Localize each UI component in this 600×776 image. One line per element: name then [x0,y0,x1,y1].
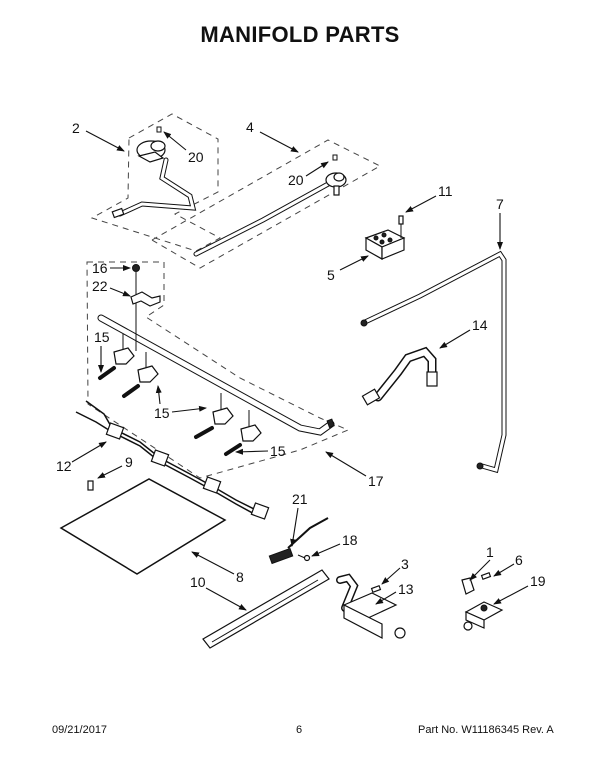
callout-15c: 15 [235,443,286,459]
svg-text:15: 15 [94,329,110,345]
part-15-valve-1[interactable] [98,334,135,380]
svg-text:5: 5 [327,267,335,283]
part-19-regulator[interactable] [463,601,504,631]
page-title: MANIFOLD PARTS [200,22,400,47]
part-15-valve-2[interactable] [122,352,159,398]
part-20-screw-b[interactable] [332,154,338,161]
svg-text:21: 21 [292,491,308,507]
callout-22: 22 [92,278,131,297]
part-14-flex-hose[interactable] [361,346,438,406]
svg-text:3: 3 [401,556,409,572]
part-12-switch-harness[interactable] [75,400,270,520]
callout-1: 1 [469,544,494,581]
part-3-screw[interactable] [370,584,382,594]
part-10-burner-tube[interactable] [202,569,330,649]
callout-5: 5 [327,255,369,283]
part-20-screw-a[interactable] [156,126,162,133]
callout-16: 16 [92,260,131,276]
callout-10: 10 [190,574,247,611]
callout-15b: 15 [154,385,207,421]
part-22-bracket[interactable] [130,291,161,307]
part-21-igniter[interactable] [268,517,329,565]
part-13-burner-bracket[interactable] [336,573,406,639]
svg-text:20: 20 [188,149,204,165]
part-9-screw[interactable] [87,480,94,491]
svg-text:2: 2 [72,120,80,136]
svg-text:9: 9 [125,454,133,470]
footer-page-number: 6 [296,724,303,736]
part-2-orifice-holder-tube[interactable] [111,140,197,219]
callout-18: 18 [311,532,358,557]
svg-text:15: 15 [270,443,286,459]
callout-12: 12 [56,441,107,474]
callout-20a: 20 [163,131,204,165]
svg-text:1: 1 [486,544,494,560]
svg-text:6: 6 [515,552,523,568]
svg-text:14: 14 [472,317,488,333]
svg-text:19: 19 [530,573,546,589]
svg-text:20: 20 [288,172,304,188]
svg-text:13: 13 [398,581,414,597]
callout-14: 14 [439,317,488,349]
part-5-terminal-block[interactable] [364,229,406,261]
footer-part-number: Part No. W11186345 Rev. A [418,724,554,736]
part-4-orifice-holder-tube[interactable] [193,172,347,257]
svg-text:18: 18 [342,532,358,548]
svg-text:10: 10 [190,574,206,590]
part-1-clip[interactable] [461,577,475,595]
callout-4: 4 [246,119,299,153]
part-16-screw[interactable] [132,264,140,352]
part-11-screw[interactable] [398,215,404,238]
part-8-insulation-sheet[interactable] [59,478,227,575]
callout-8: 8 [191,551,244,585]
svg-text:16: 16 [92,260,108,276]
callout-17: 17 [325,451,384,489]
svg-text:8: 8 [236,569,244,585]
callout-6: 6 [493,552,523,577]
assembly-4-box [150,139,382,269]
part-15-valve-4[interactable] [224,410,262,456]
callout-9: 9 [97,454,133,479]
svg-text:17: 17 [368,473,384,489]
svg-text:7: 7 [496,196,504,212]
callout-21: 21 [290,491,308,547]
callout-13: 13 [375,581,414,605]
callout-2: 2 [72,120,125,152]
callout-15a: 15 [94,329,110,373]
svg-text:22: 22 [92,278,108,294]
part-7-gas-tube[interactable] [360,250,507,474]
svg-text:12: 12 [56,458,72,474]
part-18-screw[interactable] [297,554,311,562]
callout-7: 7 [496,196,504,250]
svg-text:15: 15 [154,405,170,421]
part-17-manifold-pipe[interactable] [97,314,335,436]
svg-text:4: 4 [246,119,254,135]
callout-19: 19 [493,573,546,605]
part-6-screw[interactable] [480,571,492,581]
callout-3: 3 [381,556,409,585]
svg-text:11: 11 [438,183,453,199]
part-15-valve-3[interactable] [194,393,234,439]
callout-20b: 20 [288,161,329,188]
assembly-2-box [90,113,222,252]
callout-11: 11 [405,183,453,213]
footer-date: 09/21/2017 [52,724,108,736]
